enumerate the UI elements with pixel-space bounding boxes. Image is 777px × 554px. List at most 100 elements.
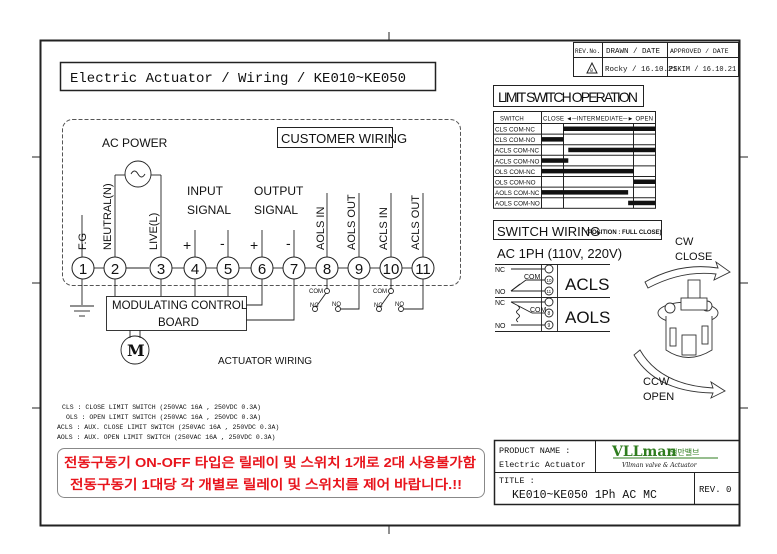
- brand-logo: VLLman: [611, 444, 677, 460]
- live-label: LIVE(L): [148, 213, 160, 250]
- fg-label: F.G: [77, 233, 89, 250]
- aols-nc-label: NC: [495, 300, 505, 307]
- legend-ols: OLS : OPEN LIMIT SWITCH (250VAC 16A , 25…: [66, 414, 261, 421]
- acls-nc-label: NC: [495, 267, 505, 274]
- header-switch: SWITCH: [500, 117, 524, 123]
- terminal-9: [347, 256, 371, 280]
- input-signal-label: INPUT: [187, 184, 224, 198]
- motor-icon: [120, 335, 150, 365]
- aols-label: AOLS: [565, 308, 610, 327]
- customer-wiring-label: CUSTOMER WIRING: [281, 131, 407, 146]
- switch-wiring-schematic: [495, 264, 610, 332]
- terminal-number: 4: [191, 261, 199, 278]
- actuator-wiring-label: ACTUATOR WIRING: [218, 356, 312, 367]
- terminal-2: [103, 256, 127, 280]
- switch-on-bar: [568, 147, 656, 153]
- terminal-number: 1: [79, 261, 87, 278]
- drawing-number: KE010~KE050 1Ph AC MC: [512, 489, 657, 502]
- limit-switch-cam-illustration: [633, 260, 731, 399]
- acls-com-label: COM: [524, 274, 541, 281]
- drawing-title-box: [59, 61, 437, 92]
- switch-row-label: AOLS COM-NO: [495, 201, 540, 208]
- legend-acls: ACLS : AUX. CLOSE LIMIT SWITCH (250VAC 1…: [57, 424, 279, 431]
- terminal-4: [183, 256, 207, 280]
- output-signal-label: SIGNAL: [254, 203, 298, 217]
- legend-aols: AOLS : AUX. OPEN LIMIT SWITCH (250VAC 16…: [57, 434, 275, 441]
- switch-row-label: OLS COM-NO: [495, 180, 536, 187]
- terminal-5: [216, 256, 240, 280]
- switch-com-label: COM: [309, 289, 323, 295]
- legend-cls: CLS : CLOSE LIMIT SWITCH (250VAC 16A , 2…: [62, 404, 261, 411]
- revision-triangle-icon: [586, 61, 598, 74]
- acls-out-label: ACLS OUT: [410, 195, 422, 250]
- terminal-1: [71, 256, 95, 280]
- acls-no-label: NO: [495, 289, 506, 296]
- drawing-frame: [32, 32, 748, 534]
- title-label: TITLE :: [499, 476, 535, 486]
- terminal-number: 3: [157, 261, 165, 278]
- drawing-title: Electric Actuator / Wiring / KE010~KE050: [70, 71, 406, 87]
- output-minus: -: [286, 235, 291, 251]
- close-label: CLOSE: [675, 251, 712, 263]
- acls-terminal: 11: [547, 289, 552, 294]
- terminal-8: [315, 256, 339, 280]
- input-minus: -: [220, 235, 225, 251]
- input-plus: +: [183, 237, 191, 253]
- terminal-number: 11: [415, 261, 431, 278]
- switch-row-label: CLS COM-NC: [495, 127, 535, 134]
- cw-label: CW: [675, 236, 694, 248]
- aols-in-label: AOLS IN: [315, 207, 327, 250]
- board-label: MODULATING CONTROL: [112, 300, 248, 312]
- terminal-3: [149, 256, 173, 280]
- ac-source-icon: [124, 160, 152, 188]
- modulating-control-board: [106, 296, 247, 331]
- ac-power-label: AC POWER: [102, 136, 168, 150]
- terminal-number: 8: [323, 261, 331, 278]
- ccw-arrow-icon: [633, 349, 726, 399]
- rev-symbol: 0: [590, 68, 593, 74]
- switch-row-label: ACLS COM-NO: [495, 158, 540, 165]
- switch-wiring-subtitle: (POSITION : FULL CLOSE): [586, 230, 662, 236]
- switch-on-bar: [541, 168, 634, 174]
- customer-wiring-box: [277, 127, 393, 148]
- warning-line-1: 전동구동기 ON-OFF 타입은 릴레이 및 스위치 1개로 2대 사용불가함: [64, 455, 476, 470]
- title-block: [493, 439, 741, 506]
- switch-row-label: CLS COM-NO: [495, 137, 535, 144]
- aols-terminal: 8: [548, 311, 551, 317]
- warning-line-2: 전동구동기 1대당 각 개별로 릴레이 및 스위치를 제어 바랍니다.!!: [70, 477, 462, 492]
- approved-by: PSKIM / 16.10.21: [669, 66, 736, 74]
- cw-arrow-icon: [644, 260, 731, 289]
- terminal-number: 5: [224, 261, 232, 278]
- switch-row-label: AOLS COM-NC: [495, 190, 540, 197]
- product-name: Electric Actuator: [499, 460, 586, 470]
- aols-no-label: NO: [495, 323, 506, 330]
- limit-switch-title-box: [493, 85, 644, 107]
- output-plus: +: [250, 237, 258, 253]
- brand-tagline: Vllman valve & Actuator: [622, 462, 698, 469]
- rev-label: REV. 0: [699, 485, 731, 495]
- aols-out-label: AOLS OUT: [346, 194, 358, 250]
- terminal-7: [282, 256, 306, 280]
- wires: [70, 160, 424, 365]
- switch-nc-label: NC: [310, 303, 319, 309]
- switch-no-label: NO: [332, 302, 341, 308]
- switch-row-label: OLS COM-NC: [495, 169, 536, 176]
- limit-switch-title: LIMIT SWITCH OPERATION: [498, 89, 638, 105]
- switch-on-bar: [541, 158, 569, 163]
- warning-box: [57, 448, 485, 498]
- switch-com-label: COM: [373, 289, 387, 295]
- spring-icon: [516, 305, 520, 323]
- acls-terminal: 10: [547, 278, 553, 283]
- revision-table: [573, 42, 739, 77]
- product-name-label: PRODUCT NAME :: [499, 446, 570, 456]
- aols-com-label: COM: [530, 307, 547, 314]
- open-label: OPEN: [643, 391, 674, 403]
- drawn-by: Rocky / 16.10.21: [605, 66, 678, 74]
- acls-in-label: ACLS IN: [378, 207, 390, 250]
- motor-label: M: [127, 341, 145, 360]
- terminal-number: 2: [111, 261, 119, 278]
- switch-wiring-title-box: [493, 220, 662, 240]
- switch-nc-label: NC: [374, 303, 383, 309]
